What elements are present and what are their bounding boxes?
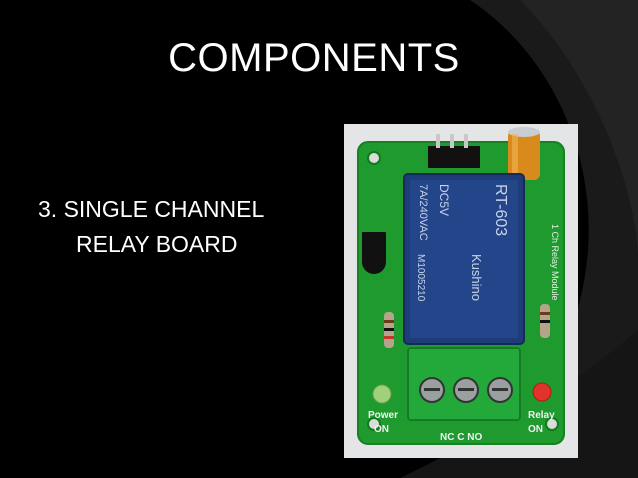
module-label: 1 Ch Relay Module [550, 224, 560, 301]
resistors [384, 304, 550, 348]
relay-board-illustration: RT-603 DC5V 7A/240VAC Kushino M1005210 1… [344, 124, 578, 458]
header-pins [428, 134, 480, 168]
bullet-line-1: 3. SINGLE CHANNEL [38, 196, 265, 222]
bullet-line-2: RELAY BOARD [76, 231, 238, 257]
slide-title: COMPONENTS [0, 36, 638, 81]
relay-label: Relay [528, 410, 555, 421]
relay-code: M1005210 [415, 254, 426, 302]
relay-model: RT-603 [492, 184, 509, 236]
terminal-block [407, 347, 521, 421]
transistor [362, 232, 386, 274]
power-led [372, 384, 392, 404]
terminal-labels: NC C NO [440, 432, 482, 443]
power-on-label: ON [374, 424, 389, 435]
relay-voltage: DC5V [437, 184, 451, 216]
power-label: Power [368, 410, 398, 421]
capacitor [508, 127, 540, 180]
relay-on-label: ON [528, 424, 543, 435]
relay-board-photo: RT-603 DC5V 7A/240VAC Kushino M1005210 1… [344, 124, 578, 458]
slide-title-text: COMPONENTS [168, 36, 460, 80]
relay-brand: Kushino [469, 254, 484, 301]
relay-rating: 7A/240VAC [417, 184, 429, 241]
relay: RT-603 DC5V 7A/240VAC Kushino M1005210 [403, 173, 525, 345]
relay-led [532, 382, 552, 402]
